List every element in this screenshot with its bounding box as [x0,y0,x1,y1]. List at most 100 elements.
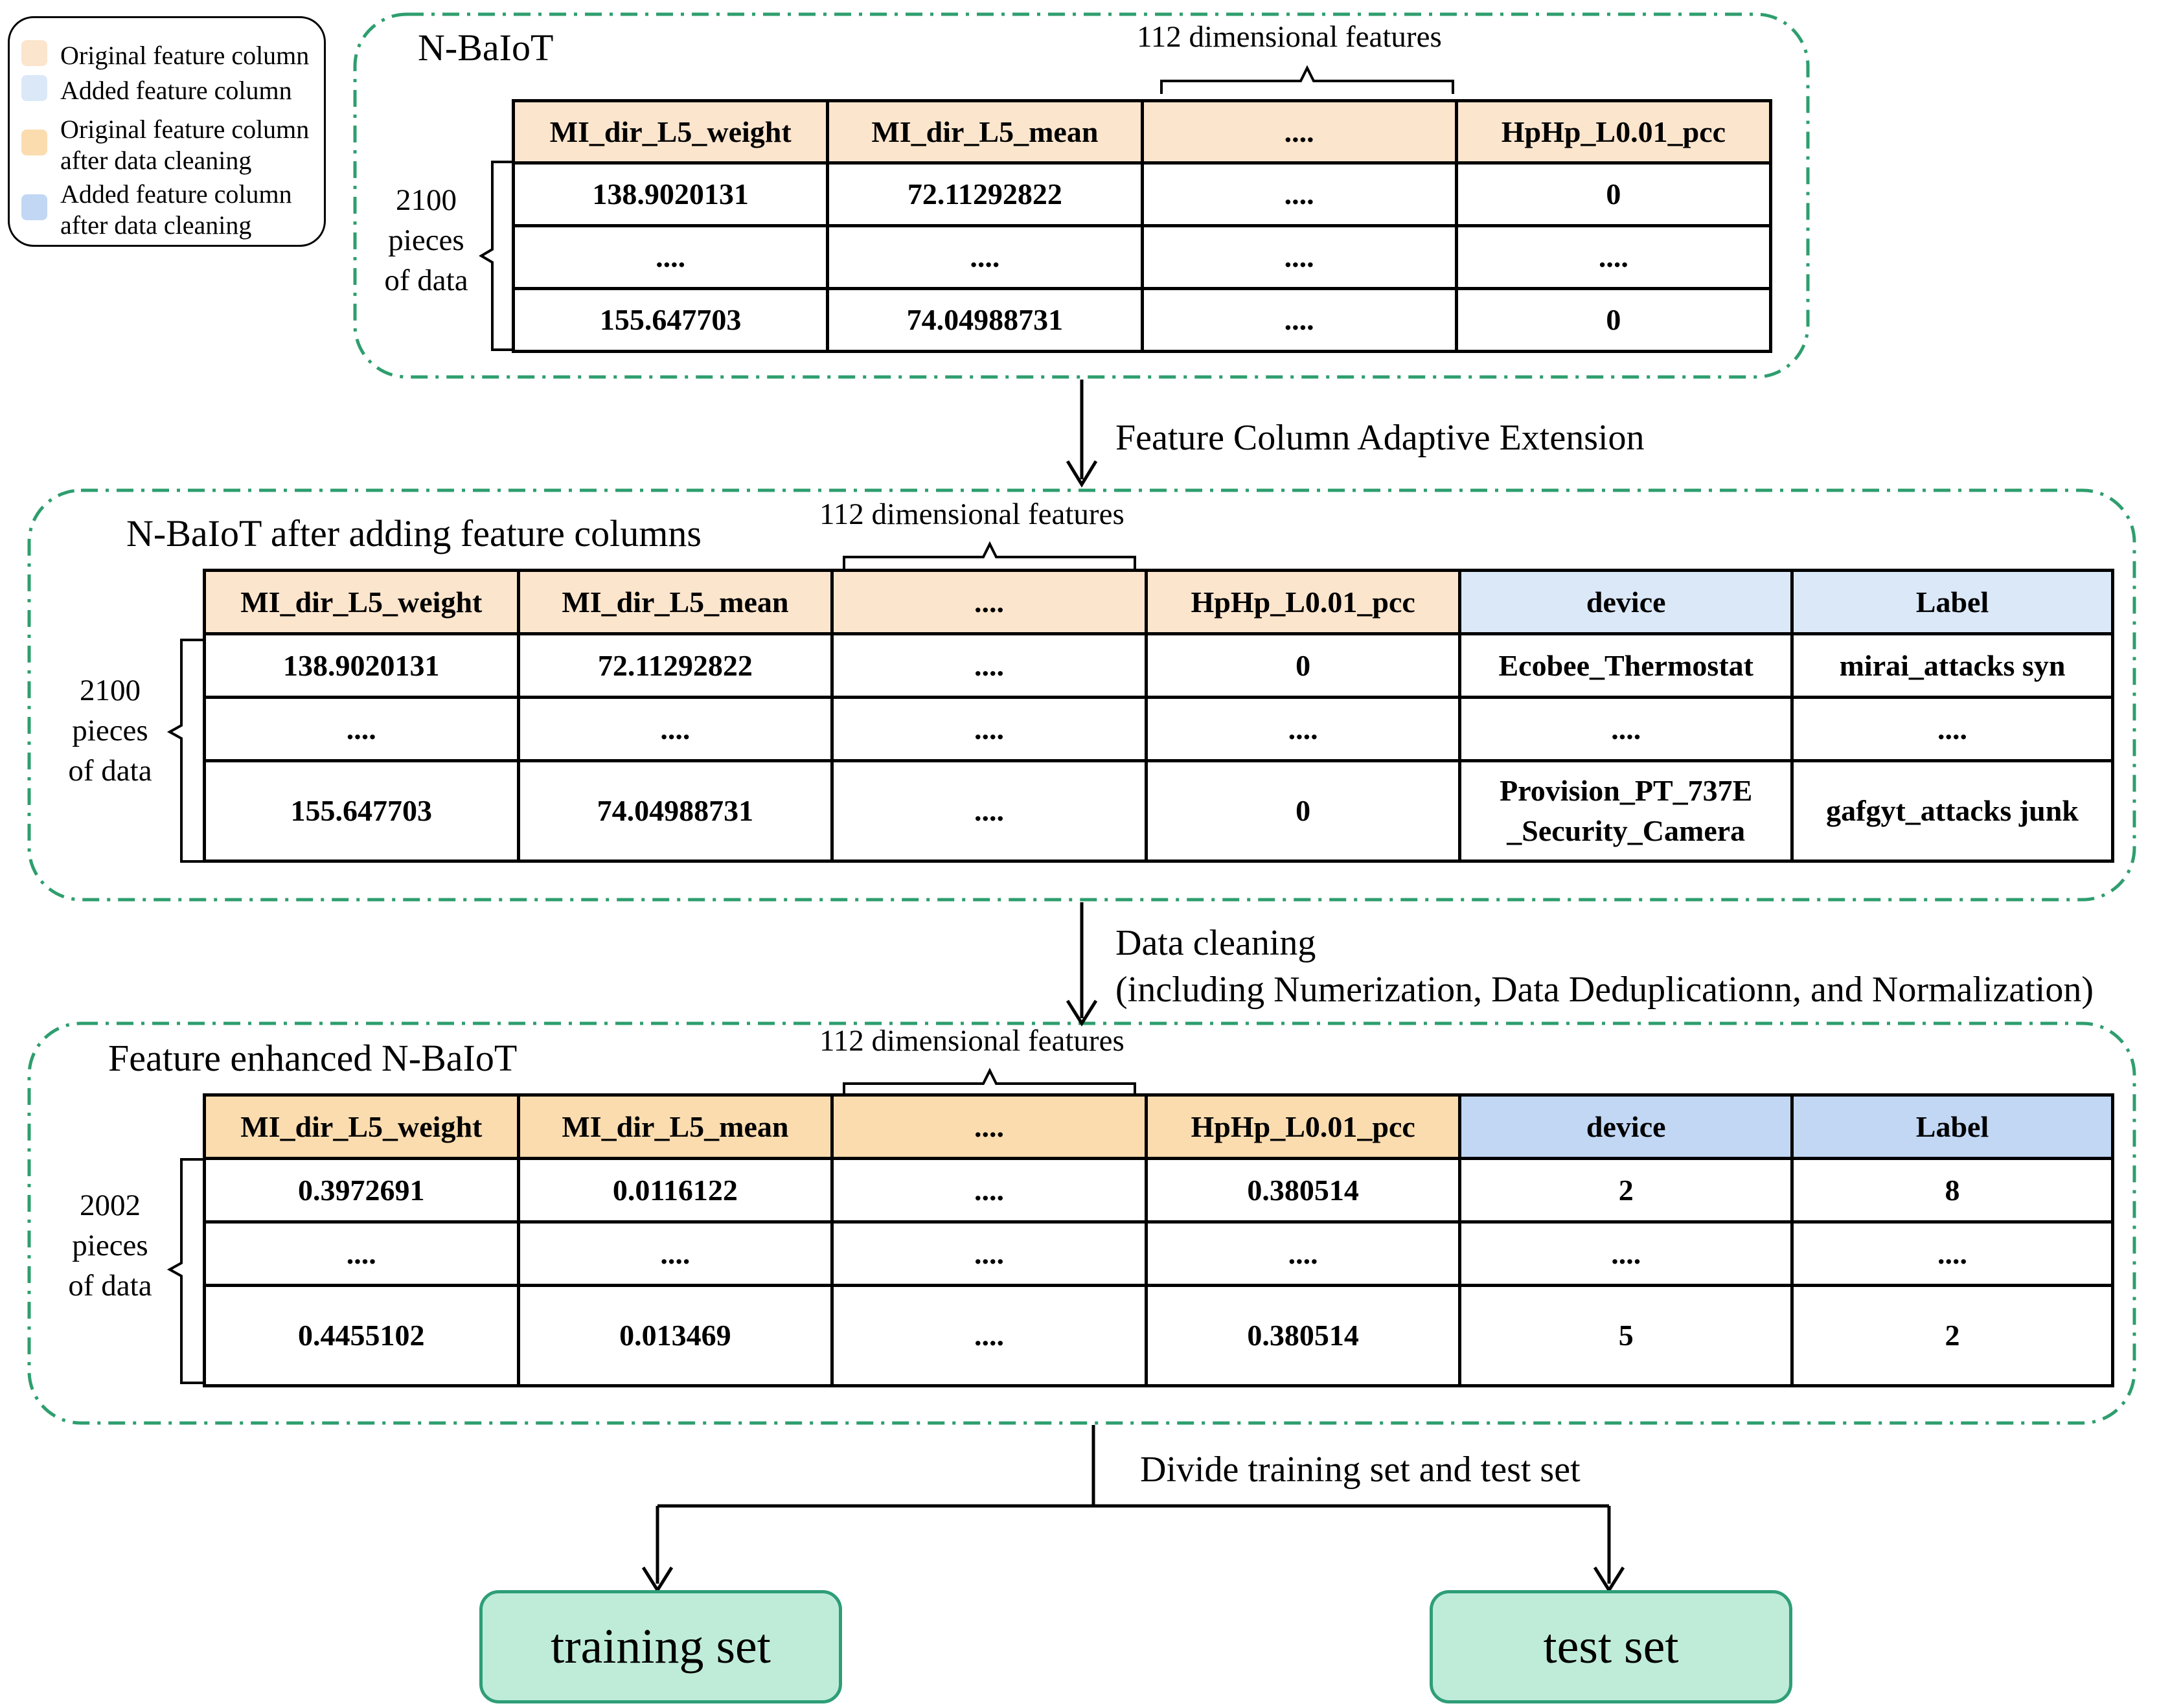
step-divide-label: Divide training set and test set [1140,1450,1581,1490]
table-cell: .... [830,632,1148,699]
header-cell: HpHp_L0.01_pcc [1144,569,1462,635]
rows-brace-extended [166,639,204,863]
rows-suffix: of data [68,1269,152,1303]
header-cell: MI_dir_L5_weight [511,99,830,165]
table-cell: .... [1458,696,1794,762]
table-cell: 72.11292822 [826,161,1144,227]
header-cell: Label [1790,1093,2114,1160]
table-cell: 2 [1790,1284,2114,1387]
test-set-label: test set [1543,1619,1679,1674]
header-cell: .... [830,569,1148,635]
table-row: .... .... .... .... .... .... [203,1220,2114,1287]
rows-label-enhanced: 2002 pieces of data [58,1185,162,1306]
table-extended: MI_dir_L5_weight MI_dir_L5_mean .... HpH… [203,569,2114,863]
table-cell: .... [203,1220,520,1287]
legend-label: Added feature column [60,76,292,105]
rows-unit: pieces [72,714,148,747]
table-cell: .... [830,1284,1148,1387]
table-cell: .... [830,696,1148,762]
header-cell: MI_dir_L5_weight [203,569,520,635]
table-cell: .... [1140,161,1458,227]
arrow-extension [1066,380,1098,488]
table-cell: .... [826,224,1144,290]
features-label-original: 112 dimensional features [1137,20,1442,54]
features-label-enhanced: 112 dimensional features [819,1024,1125,1058]
rows-count: 2100 [396,183,457,217]
legend-item-original: Original feature column [21,40,309,71]
step-cleaning-label: Data cleaning (including Numerization, D… [1115,920,2094,1013]
legend-item-original-cleaned: Original feature column after data clean… [21,114,319,176]
table-cell: .... [1144,696,1462,762]
table-row: .... .... .... .... [511,224,1773,290]
features-label-extended: 112 dimensional features [819,497,1125,531]
table-row: 0.3972691 0.0116122 .... 0.380514 2 8 [203,1157,2114,1224]
panel-title-enhanced: Feature enhanced N-BaIoT [108,1037,518,1079]
table-cell: 0 [1144,759,1462,863]
rows-label-extended: 2100 pieces of data [58,670,162,791]
table-cell: 0.4455102 [203,1284,520,1387]
table-cell: gafgyt_attacks junk [1790,759,2114,863]
legend-swatch [21,130,47,155]
table-cell: 74.04988731 [516,759,834,863]
table-header-row: MI_dir_L5_weight MI_dir_L5_mean .... HpH… [203,1093,2114,1160]
legend-item-added: Added feature column [21,75,292,106]
rows-count: 2100 [80,674,141,707]
rows-brace-original [479,161,512,351]
table-row: 0.4455102 0.013469 .... 0.380514 5 2 [203,1284,2114,1387]
header-cell: MI_dir_L5_mean [826,99,1144,165]
table-original: MI_dir_L5_weight MI_dir_L5_mean .... HpH… [511,99,1773,353]
table-cell: .... [830,1220,1148,1287]
table-cell: 8 [1790,1157,2114,1224]
table-cell: .... [1790,696,2114,762]
header-cell: MI_dir_L5_mean [516,1093,834,1160]
table-cell: 2 [1458,1157,1794,1224]
table-cell: .... [1140,224,1458,290]
test-set-box: test set [1430,1590,1792,1703]
rows-suffix: of data [68,754,152,788]
header-cell: MI_dir_L5_weight [203,1093,520,1160]
legend-label: Original feature column after data clean… [60,115,310,175]
table-cell: 0 [1454,161,1773,227]
table-cell: 72.11292822 [516,632,834,699]
table-cell: .... [516,696,834,762]
rows-label-original: 2100 pieces of data [374,180,478,301]
panel-title-extended: N-BaIoT after adding feature columns [126,512,702,554]
table-cell: .... [1140,287,1458,353]
table-cell: .... [511,224,830,290]
rows-brace-enhanced [166,1158,204,1384]
table-row: .... .... .... .... .... .... [203,696,2114,762]
table-cell: .... [1790,1220,2114,1287]
features-brace-original [1160,65,1454,94]
table-cell: .... [1458,1220,1794,1287]
legend-item-added-cleaned: Added feature column after data cleaning [21,179,319,241]
training-set-box: training set [479,1590,842,1703]
table-cell: 0.013469 [516,1284,834,1387]
table-cell: Provision_PT_737E _Security_Camera [1458,759,1794,863]
table-cell: .... [830,759,1148,863]
rows-suffix: of data [384,264,468,297]
table-cell: 155.647703 [511,287,830,353]
training-set-label: training set [551,1619,771,1674]
header-cell: device [1458,1093,1794,1160]
table-header-row: MI_dir_L5_weight MI_dir_L5_mean .... HpH… [511,99,1773,165]
table-cell: 5 [1458,1284,1794,1387]
step-cleaning-title: Data cleaning [1115,923,1316,963]
table-row: 138.9020131 72.11292822 .... 0 Ecobee_Th… [203,632,2114,699]
panel-frame-extended [27,488,2136,902]
legend-swatch [21,75,47,101]
table-cell: 0 [1144,632,1462,699]
table-enhanced: MI_dir_L5_weight MI_dir_L5_mean .... HpH… [203,1093,2114,1387]
table-cell: 0.380514 [1144,1157,1462,1224]
rows-unit: pieces [388,223,464,257]
table-cell: .... [1454,224,1773,290]
features-brace-enhanced [843,1067,1136,1097]
rows-count: 2002 [80,1189,141,1222]
table-cell: .... [1144,1220,1462,1287]
table-cell: .... [516,1220,834,1287]
legend-swatch [21,40,47,66]
legend-label: Added feature column after data cleaning [60,179,292,240]
step-extension-label: Feature Column Adaptive Extension [1115,418,1645,458]
table-header-row: MI_dir_L5_weight MI_dir_L5_mean .... HpH… [203,569,2114,635]
